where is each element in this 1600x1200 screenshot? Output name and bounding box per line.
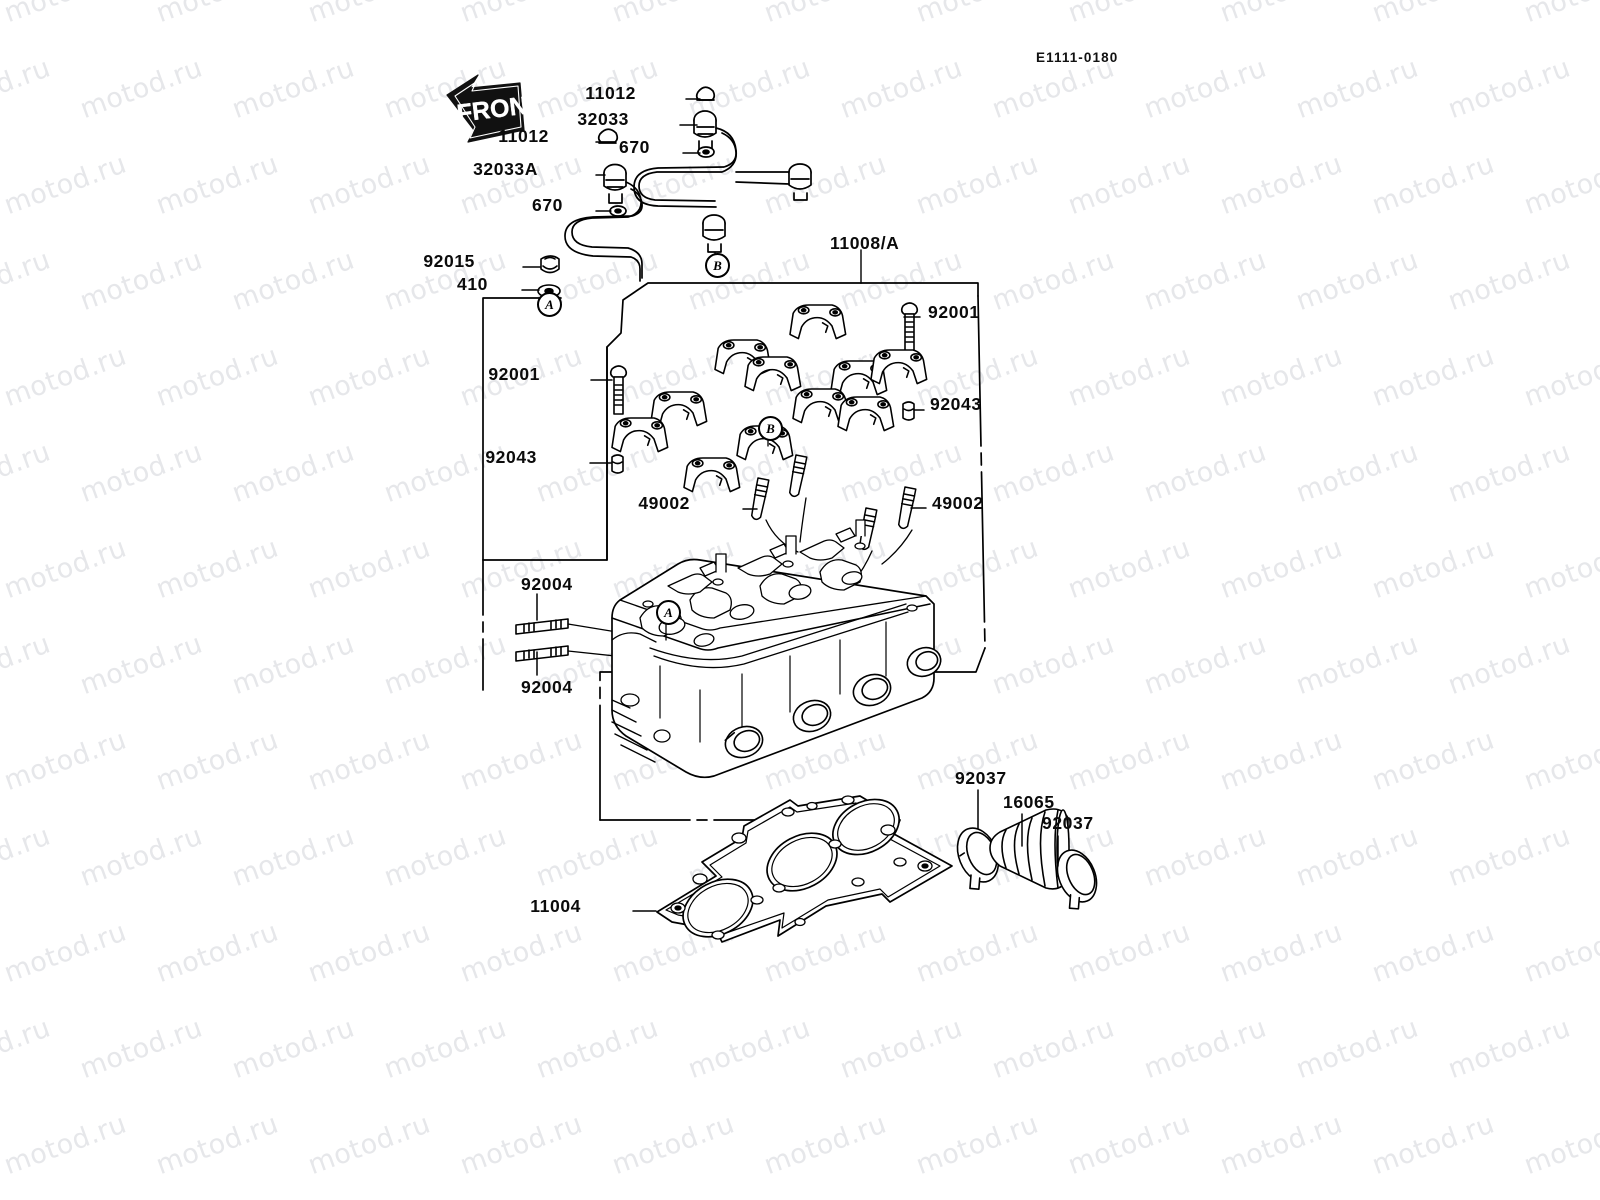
dowel-pin-92043-left	[611, 454, 624, 474]
banjo-bolt-upper	[693, 110, 717, 153]
cylinder-head-body	[611, 519, 942, 779]
leader-lines	[521, 98, 1059, 912]
part-label-92015[interactable]: 92015	[423, 251, 475, 271]
nut-92015	[540, 255, 560, 274]
part-label-32033a[interactable]: 32033A	[473, 159, 538, 179]
part-label-92004[interactable]: 92004	[521, 574, 573, 594]
reference-marker-a: A	[537, 292, 562, 317]
part-label-11004[interactable]: 11004	[530, 896, 581, 916]
cap-11012-upper	[695, 86, 716, 101]
camshaft-cap-group	[611, 304, 928, 493]
part-label-11008-a[interactable]: 11008/A	[830, 233, 900, 253]
part-label-670[interactable]: 670	[619, 137, 650, 157]
head-gasket-11004	[656, 795, 953, 943]
reference-marker-b: B	[758, 416, 783, 441]
part-label-92037[interactable]: 92037	[955, 768, 1007, 788]
banjo-bolt-32033A	[603, 163, 627, 204]
oil-pipe-assembly	[564, 86, 812, 282]
part-label-92004[interactable]: 92004	[521, 677, 573, 697]
assembly-boundary-11008A	[482, 282, 986, 821]
dowel-pin-92043-right	[902, 401, 915, 421]
bolt-92001-right	[900, 302, 919, 353]
part-label-92001[interactable]: 92001	[488, 364, 540, 384]
part-label-11012[interactable]: 11012	[498, 126, 549, 146]
part-label-92043[interactable]: 92043	[485, 447, 537, 467]
part-label-49002[interactable]: 49002	[932, 493, 984, 513]
banjo-bolt-right	[788, 163, 812, 201]
part-label-32033[interactable]: 32033	[577, 109, 629, 129]
part-label-410[interactable]: 410	[457, 274, 488, 294]
clamp-92037-right	[1056, 849, 1098, 910]
part-label-92043[interactable]: 92043	[930, 394, 982, 414]
stud-92004-lower	[515, 645, 569, 662]
oring-670-upper	[697, 146, 715, 158]
part-label-92037[interactable]: 92037	[1042, 813, 1094, 833]
stud-92004-upper	[515, 618, 569, 635]
part-label-49002[interactable]: 49002	[638, 493, 690, 513]
part-label-670[interactable]: 670	[532, 195, 563, 215]
part-label-16065[interactable]: 16065	[1003, 792, 1055, 812]
reference-marker-a: A	[656, 600, 681, 625]
part-label-11012[interactable]: 11012	[585, 83, 636, 103]
cap-11012-lower	[597, 128, 619, 144]
diagram-code: E1111-0180	[1036, 50, 1119, 65]
oring-670-lower	[609, 205, 627, 217]
banjo-bolt-B	[702, 214, 726, 253]
carburetor-holder-assembly	[956, 808, 1098, 910]
reference-marker-b: B	[705, 253, 730, 278]
bolt-92001-left	[609, 365, 628, 415]
part-label-92001[interactable]: 92001	[928, 302, 980, 322]
